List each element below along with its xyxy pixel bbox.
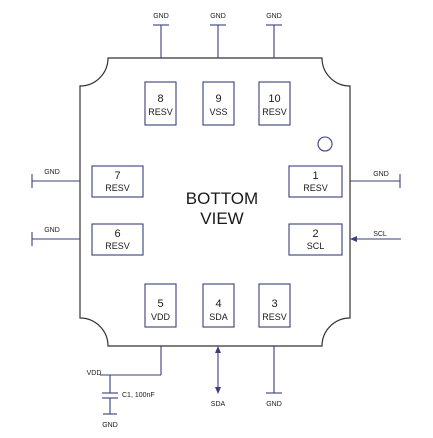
pad-6-number: 6 xyxy=(114,228,120,240)
pad-7: 7 RESV xyxy=(91,165,144,198)
top-gnd-label-2: GND xyxy=(210,13,226,20)
pin1-orientation-marker xyxy=(317,136,333,152)
pad-10-number: 10 xyxy=(268,93,280,105)
pad-1-number: 1 xyxy=(312,170,318,182)
capacitor-symbol xyxy=(102,392,118,415)
sda-arrow-down-icon xyxy=(215,387,221,394)
pad-8: 8 RESV xyxy=(144,81,177,126)
pad-2: 2 SCL xyxy=(288,223,343,256)
pad-10: 10 RESV xyxy=(258,81,291,126)
top-gnd-connection-3 xyxy=(266,24,282,58)
pad-7-number: 7 xyxy=(114,170,120,182)
pad-3-name: RESV xyxy=(262,312,287,322)
pad-5-name: VDD xyxy=(151,312,171,322)
pad-4: 4 SDA xyxy=(202,283,235,328)
pad-4-number: 4 xyxy=(215,298,221,310)
sda-label: SDA xyxy=(211,401,226,408)
pad-9: 9 VSS xyxy=(202,81,235,126)
pad-2-number: 2 xyxy=(312,228,318,240)
left-gnd-label-2: GND xyxy=(44,227,60,234)
pad-3-number: 3 xyxy=(271,298,277,310)
pad-5: 5 VDD xyxy=(144,283,177,328)
title-line-2: VIEW xyxy=(200,209,243,228)
top-gnd-label-3: GND xyxy=(266,13,282,20)
scl-arrow-icon xyxy=(350,236,357,242)
pad-9-name: VSS xyxy=(209,107,227,117)
sda-arrow-up-icon xyxy=(215,346,221,353)
pad-4-name: SDA xyxy=(209,312,228,322)
pad-6-name: RESV xyxy=(105,241,130,251)
right-gnd-label: GND xyxy=(373,171,389,178)
pad-1: 1 RESV xyxy=(288,165,343,198)
pad-5-number: 5 xyxy=(157,298,163,310)
left-gnd-connection-2 xyxy=(31,232,80,246)
pad-8-number: 8 xyxy=(157,93,163,105)
vdd-connection xyxy=(100,346,162,393)
right-gnd-connection xyxy=(350,174,401,188)
pad-1-name: RESV xyxy=(303,183,328,193)
scl-label: SCL xyxy=(373,231,387,238)
bottom-gnd-label: GND xyxy=(266,401,282,408)
capacitor-label: C1, 100nF xyxy=(122,392,155,399)
top-gnd-connection-2 xyxy=(210,24,226,58)
vdd-label: VDD xyxy=(87,370,102,377)
capacitor-gnd-label: GND xyxy=(102,422,118,429)
pad-7-name: RESV xyxy=(105,183,130,193)
pad-8-name: RESV xyxy=(148,107,173,117)
left-gnd-label-1: GND xyxy=(44,169,60,176)
pad-10-name: RESV xyxy=(262,107,287,117)
pad-3: 3 RESV xyxy=(258,283,291,328)
top-gnd-connection-1 xyxy=(153,24,169,58)
package-body-outline xyxy=(79,57,351,347)
pad-2-name: SCL xyxy=(307,241,325,251)
pad-6: 6 RESV xyxy=(91,223,144,256)
top-gnd-label-1: GND xyxy=(153,13,169,20)
title-line-1: BOTTOM xyxy=(186,189,258,208)
left-gnd-connection-1 xyxy=(31,174,80,188)
bottom-gnd-connection xyxy=(266,346,282,394)
pad-9-number: 9 xyxy=(215,93,221,105)
